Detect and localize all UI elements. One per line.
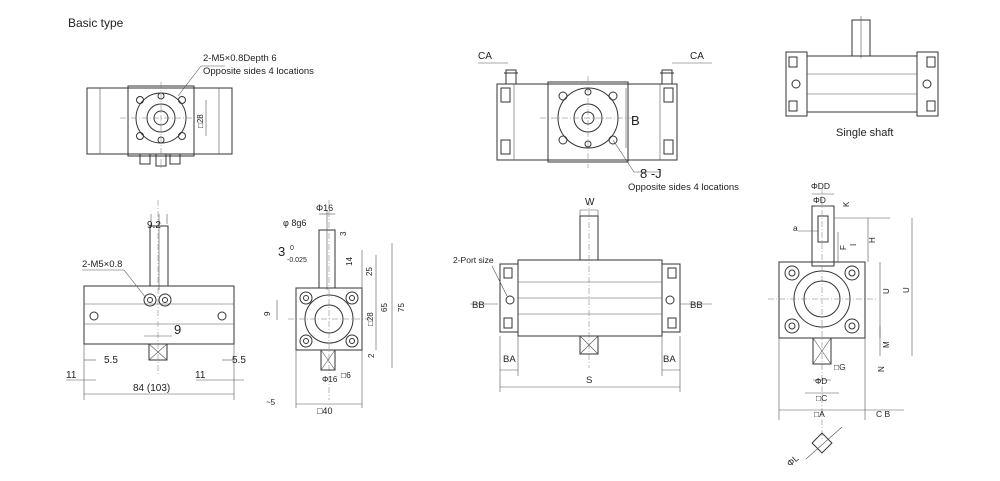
sl-d14: 14 — [345, 257, 354, 266]
sr-u1: U — [882, 288, 891, 294]
sl-phi16-top: Φ16 — [316, 203, 333, 213]
sl-d75: 75 — [397, 303, 406, 312]
tr-caption: Single shaft — [836, 127, 893, 139]
sl-d2: 2 — [367, 353, 376, 358]
sr-phid-top: ΦD — [813, 195, 826, 205]
sl-d9: 9 — [263, 311, 272, 316]
section-title: Basic type — [68, 16, 124, 30]
fl-dim-92: 9.2 — [147, 220, 161, 231]
sl-d65: 65 — [380, 303, 389, 312]
sr-phil: ΦL — [785, 453, 801, 468]
tl-dim-28: □28 — [196, 114, 205, 128]
fl-dim-11-left: 11 — [66, 370, 77, 381]
fl-dim-55-right: 5.5 — [232, 355, 246, 366]
sr-k: K — [842, 201, 851, 207]
sr-phid-bottom: ΦD — [815, 377, 827, 386]
sr-m: M — [882, 341, 891, 348]
fl-callout: 2-M5×0.8 — [82, 259, 122, 270]
sl-phi8g6: φ 8g6 — [283, 218, 306, 228]
sl-tol-down: -0.025 — [287, 257, 307, 264]
sr-h: H — [868, 237, 877, 243]
sl-d40: □40 — [317, 406, 332, 416]
fm-ba-right: BA — [663, 354, 676, 365]
sr-u2: U — [902, 287, 911, 293]
sl-d25: 25 — [365, 267, 374, 276]
view-side-right: ΦDD ΦD K a H F I U U M N □G — [768, 181, 913, 469]
fm-ba-left: BA — [503, 354, 516, 365]
fl-dim-55-left: 5.5 — [104, 355, 118, 366]
sr-n: N — [877, 366, 886, 372]
sr-phidd: ΦDD — [811, 181, 830, 191]
sl-tol-main: 3 — [278, 244, 285, 259]
sr-cb: C B — [876, 409, 891, 419]
tm-dim-b: B — [631, 113, 640, 128]
sl-tol-up: 0 — [290, 245, 294, 252]
tl-callout-sub: Opposite sides 4 locations — [203, 66, 314, 77]
fm-port: 2-Port size — [453, 255, 494, 265]
fm-s: S — [586, 375, 592, 386]
view-front-middle: W 2-Port size BB BB BA BA S — [453, 197, 712, 392]
tm-ca-left: CA — [478, 51, 492, 62]
view-top-right: Single shaft — [785, 16, 939, 139]
view-side-left: Φ16 φ 8g6 3 0 -0.025 3 14 25 65 75 9 □28… — [263, 200, 406, 416]
fl-dim-84: 84 (103) — [133, 383, 170, 394]
fm-bb-right: BB — [690, 300, 703, 311]
tm-j-label: 8 -J — [640, 166, 662, 181]
sl-d3: 3 — [339, 231, 348, 236]
sr-c: □C — [816, 393, 827, 403]
sl-d6: □6 — [341, 370, 351, 380]
view-top-left: 2-M5×0.8Depth 6 Opposite sides 4 locatio… — [86, 53, 314, 170]
sr-a-sq: □A — [814, 409, 825, 419]
sl-d28: □28 — [366, 312, 375, 326]
tm-ca-right: CA — [690, 51, 704, 62]
sr-f: F — [839, 245, 848, 250]
tl-callout: 2-M5×0.8Depth 6 — [203, 53, 277, 64]
fm-bb-left: BB — [472, 300, 485, 311]
sr-g: □G — [834, 362, 846, 372]
fl-dim-9: 9 — [174, 322, 181, 337]
view-top-middle: CA CA B 8 -J Opposite sides 4 locations — [478, 51, 739, 193]
sl-d5: ~5 — [266, 398, 276, 407]
view-front-left: 9.2 2-M5×0.8 9 5.5 5.5 11 11 84 (103) — [66, 200, 246, 400]
sr-a: a — [793, 223, 798, 233]
fl-dim-11-right: 11 — [195, 370, 206, 381]
sl-phi16-bottom: Φ16 — [322, 375, 338, 384]
tm-j-sub: Opposite sides 4 locations — [628, 182, 739, 193]
sr-i: I — [849, 244, 858, 246]
fm-w: W — [585, 197, 595, 208]
